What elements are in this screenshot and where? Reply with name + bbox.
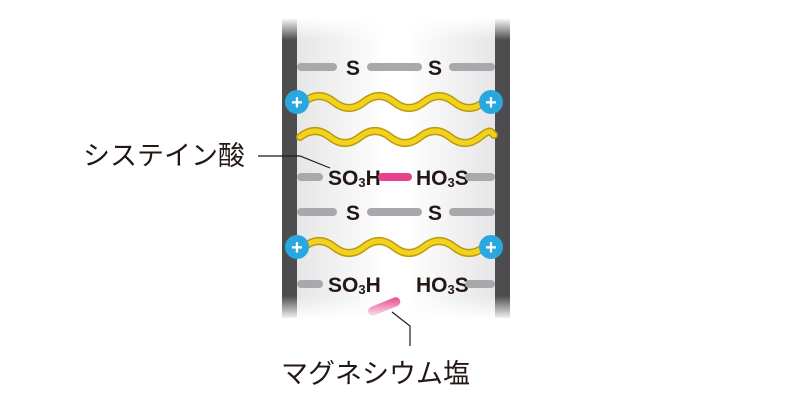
chain (301, 93, 487, 111)
sulfur-right: S (428, 202, 442, 225)
cysteic-acid-row-top: SO3H HO3S (297, 167, 495, 190)
right-strand (495, 18, 510, 318)
sulfur-left: S (346, 202, 360, 225)
cysteic-acid-leader-line (258, 155, 331, 169)
magnesium-salt-leader-line (391, 311, 411, 346)
plus-icon: + (291, 237, 303, 259)
salt-bond-chain-bottom: + + (285, 235, 503, 259)
magnesium-salt-label: マグネシウム塩 (281, 359, 470, 390)
cysteic-acid-row-bottom: SO3H HO3S (297, 274, 495, 297)
plus-icon: + (485, 92, 497, 114)
bond-bar (449, 208, 495, 216)
fade-bottom (270, 296, 520, 320)
chain (297, 128, 497, 146)
bond-bar (297, 280, 323, 288)
chain (301, 238, 487, 256)
sulfonic-group-left: SO3H (328, 167, 381, 190)
charge-left: + (285, 90, 309, 114)
sulfur-left: S (346, 57, 360, 80)
bond-bar (297, 173, 323, 181)
bond-bar (465, 173, 495, 181)
sulfonic-group-right: HO3S (416, 274, 469, 297)
sulfonic-group-left: SO3H (328, 274, 381, 297)
cysteic-acid-label: システイン酸 (83, 141, 245, 172)
bond-bar (367, 208, 422, 216)
charge-right: + (479, 235, 503, 259)
disulfide-bond-top: S S (297, 57, 495, 80)
left-strand (282, 18, 297, 318)
charge-left: + (285, 235, 309, 259)
bond-bar (367, 63, 422, 71)
bond-bar (465, 280, 495, 288)
magnesium-salt-bridge (378, 173, 412, 181)
sulfur-right: S (428, 57, 442, 80)
fade-top (270, 18, 520, 40)
plus-icon: + (291, 92, 303, 114)
charge-right: + (479, 90, 503, 114)
sulfonic-group-right: HO3S (416, 167, 469, 190)
bond-bar (297, 208, 337, 216)
disulfide-bond-middle: S S (297, 202, 495, 225)
peptide-chain (296, 127, 498, 147)
salt-bond-chain-top: + + (285, 90, 503, 114)
bond-bar (449, 63, 495, 71)
bond-bar (297, 63, 337, 71)
plus-icon: + (485, 237, 497, 259)
